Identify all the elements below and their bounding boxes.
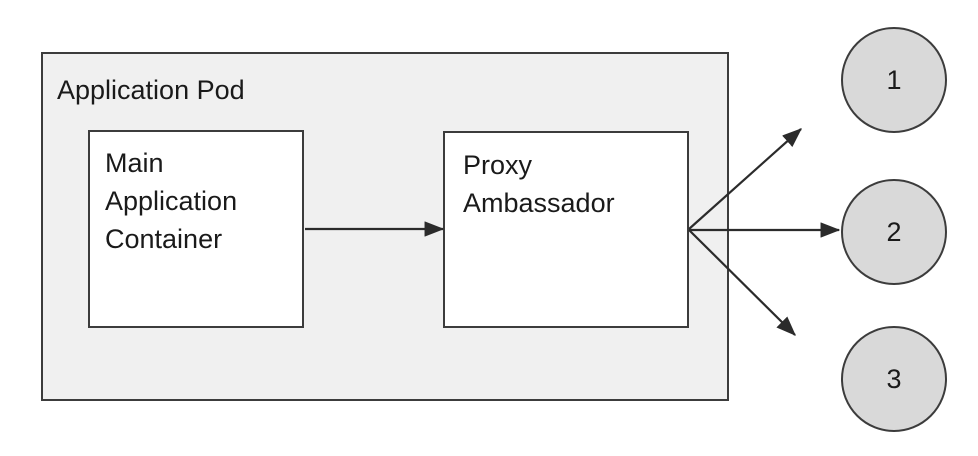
main-application-container-label: Main Application Container: [105, 148, 238, 254]
backend-node-2: 2: [841, 179, 947, 285]
proxy-ambassador-label: Proxy Ambassador: [463, 150, 615, 218]
backend-node-3-label: 3: [886, 364, 902, 394]
backend-node-3: 3: [841, 326, 947, 432]
backend-node-1: 1: [841, 27, 947, 133]
backend-node-1-label: 1: [886, 65, 902, 95]
proxy-ambassador-box: Proxy Ambassador: [443, 131, 689, 328]
main-application-container-box: Main Application Container: [88, 130, 304, 328]
backend-node-2-label: 2: [886, 217, 902, 247]
application-pod-label: Application Pod: [57, 75, 245, 105]
